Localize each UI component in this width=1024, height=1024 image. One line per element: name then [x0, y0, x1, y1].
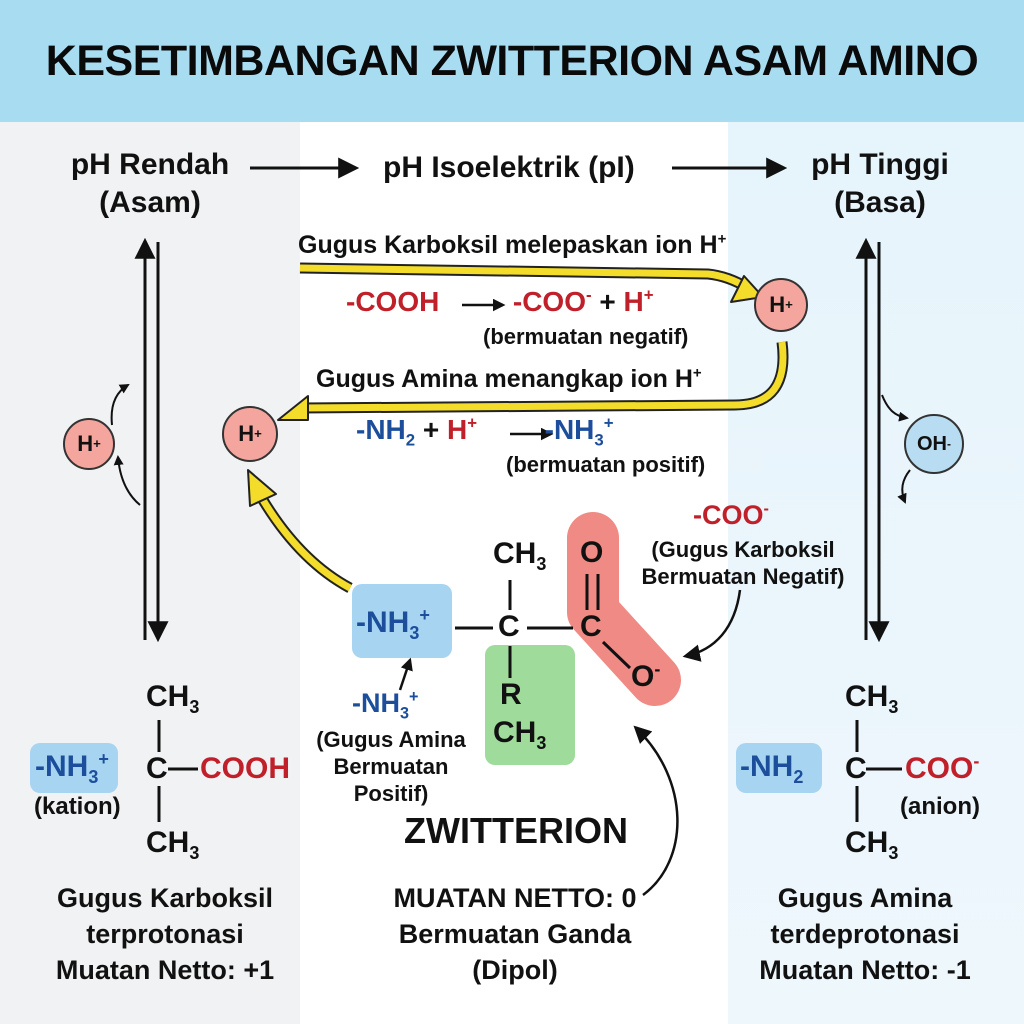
anion-desc-line2: terdeprotonasi — [770, 919, 960, 949]
cation-central-c: C — [146, 752, 168, 785]
zwitterion-amine-highlight — [352, 584, 452, 658]
zw-o-minus: O- — [631, 659, 661, 693]
anion-label: (anion) — [900, 793, 980, 820]
zwitterion-label: ZWITTERION — [404, 810, 628, 851]
carboxyl-highlight — [567, 512, 681, 706]
h-ion-circle-left: H+ — [63, 418, 115, 470]
reaction1-reactant: -COOH — [346, 286, 440, 317]
zw-double-charge: Bermuatan Ganda — [398, 919, 632, 949]
amine-desc-line1: (Gugus Amina — [316, 727, 466, 752]
header-low-ph: pH Rendah (Asam) — [50, 146, 250, 222]
cation-label: (kation) — [34, 793, 121, 820]
zw-ch3-top: CH3 — [493, 537, 547, 574]
coo-desc-line1: (Gugus Karboksil — [651, 537, 835, 562]
amine-annotation-label: -NH3+ — [352, 688, 419, 723]
cation-description: Gugus Karboksil terprotonasi Muatan Nett… — [30, 880, 300, 988]
anion-desc-line3: Muatan Netto: -1 — [759, 955, 971, 985]
anion-description: Gugus Amina terdeprotonasi Muatan Netto:… — [735, 880, 995, 988]
anion-ch3-bottom: CH3 — [845, 826, 899, 863]
anion-desc-line1: Gugus Amina — [777, 883, 953, 913]
left-h-out-arrow — [110, 383, 130, 426]
anion-amine-highlight — [736, 743, 822, 793]
zw-amine: -NH3+ — [356, 605, 430, 643]
right-oh-out-arrow — [897, 469, 911, 504]
reaction2-note: (bermuatan positif) — [506, 452, 706, 477]
title-banner: KESETIMBANGAN ZWITTERION ASAM AMINO — [0, 0, 1024, 122]
net-charge-arrow — [633, 725, 679, 897]
page-title: KESETIMBANGAN ZWITTERION ASAM AMINO — [45, 36, 979, 85]
header-isoelectric: pH Isoelektrik (pI) — [383, 151, 635, 184]
anion-central-c: C — [845, 752, 867, 785]
yellow-arrow-from-amine — [255, 492, 353, 593]
anion-carboxylate: COO- — [905, 751, 980, 785]
amine-desc-line2: Bermuatan — [333, 754, 449, 779]
reaction2-caption: Gugus Amina menangkap ion H+ — [316, 364, 702, 393]
reaction1-proton: H+ — [623, 285, 654, 317]
zw-net-charge: MUATAN NETTO: 0 — [393, 883, 637, 913]
anion-amine: -NH2 — [740, 750, 804, 787]
left-h-in-arrow — [113, 455, 141, 506]
reaction2-product: -NH3+ — [544, 413, 614, 450]
header-high-ph: pH Tinggi (Basa) — [780, 146, 980, 222]
zw-ch3-bottom: CH3 — [493, 716, 547, 753]
reaction1-plus: + — [599, 286, 616, 317]
r-group-highlight — [485, 645, 575, 765]
reaction2-reactant: -NH2 — [356, 414, 416, 450]
reaction1-caption: Gugus Karboksil melepaskan ion H+ — [298, 230, 727, 259]
amine-annotation-desc: (Gugus Amina Bermuatan Positif) — [305, 726, 477, 807]
cation-acid-group: COOH — [200, 752, 290, 785]
reaction1-note: (bermuatan negatif) — [483, 324, 689, 349]
zw-r-group: R — [500, 678, 522, 711]
reaction1-product: -COO- — [512, 285, 592, 317]
h-ion-circle-center: H+ — [222, 406, 278, 462]
cation-ch3-top: CH3 — [146, 680, 200, 717]
coo-desc-line2: Bermuatan Negatif) — [641, 564, 845, 589]
header-high-ph-line1: pH Tinggi — [811, 148, 949, 181]
cation-desc-line2: terprotonasi — [86, 919, 244, 949]
h-ion-circle-right: H+ — [754, 278, 808, 332]
cation-desc-line3: Muatan Netto: +1 — [55, 955, 275, 985]
amine-annotation-arrow — [398, 657, 413, 691]
zw-bond-c-ominus — [601, 640, 632, 670]
oh-ion-circle: OH- — [904, 414, 964, 474]
anion-ch3-top: CH3 — [845, 680, 899, 717]
reaction2-proton: H+ — [447, 413, 478, 445]
cation-desc-line1: Gugus Karboksil — [56, 883, 274, 913]
reaction2-plus: + — [422, 414, 440, 445]
zw-carbonyl-c: C — [580, 610, 602, 643]
zw-o-double: O — [580, 536, 604, 569]
cation-amine-highlight — [30, 743, 118, 793]
reaction1-equation: -COOH -COO- + H+ — [346, 286, 654, 318]
coo-annotation-arrow — [682, 589, 742, 662]
zw-dipole: (Dipol) — [472, 955, 558, 985]
reaction2-equation: -NH2 + H+ -NH3+ — [356, 413, 614, 450]
acid-panel — [0, 122, 300, 1024]
cation-amine: -NH3+ — [35, 749, 109, 787]
zw-central-c: C — [498, 610, 520, 643]
coo-annotation-label: -COO- — [693, 500, 769, 530]
header-low-ph-line2: (Asam) — [99, 186, 201, 219]
zwitterion-summary: MUATAN NETTO: 0 Bermuatan Ganda (Dipol) — [360, 880, 670, 988]
coo-annotation-desc: (Gugus Karboksil Bermuatan Negatif) — [630, 536, 856, 590]
header-low-ph-line1: pH Rendah — [70, 148, 230, 181]
base-panel — [728, 122, 1024, 1024]
right-oh-in-arrow — [881, 394, 909, 422]
header-high-ph-line2: (Basa) — [834, 186, 926, 219]
amine-desc-line3: Positif) — [353, 781, 429, 806]
cation-ch3-bottom: CH3 — [146, 826, 200, 863]
